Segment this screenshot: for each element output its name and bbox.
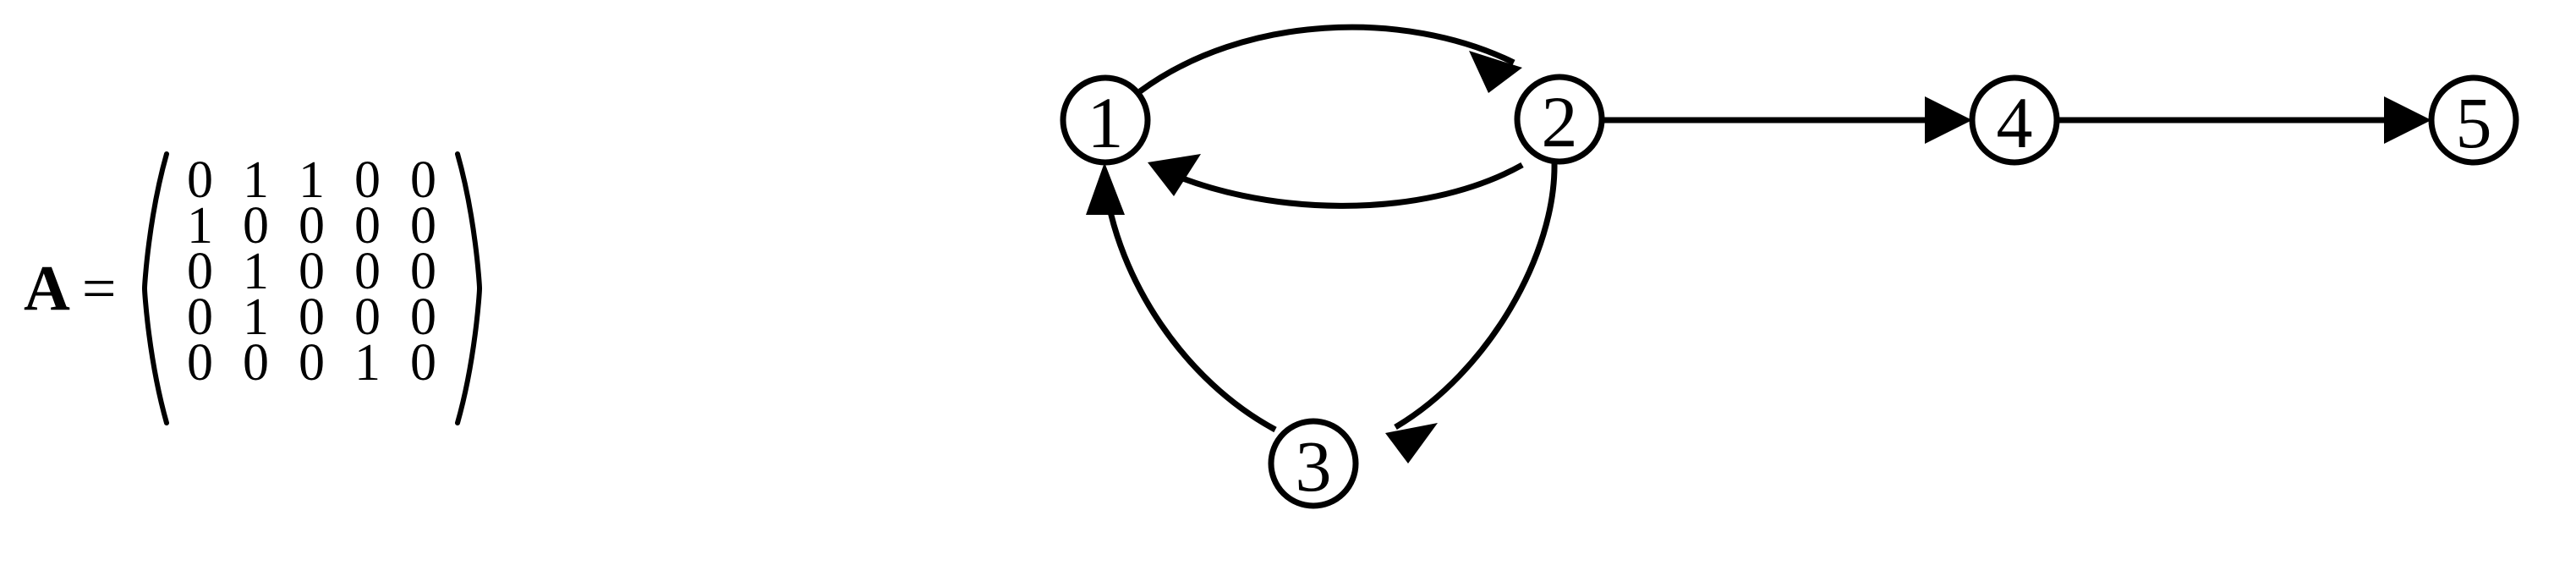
matrix-cell: 0: [299, 242, 325, 300]
arrow-head-icon: [1148, 154, 1201, 196]
matrix-cell: 0: [243, 196, 269, 255]
matrix-cell: 0: [354, 288, 381, 346]
arrow-head-icon: [1925, 96, 1972, 144]
matrix-cell: 0: [187, 333, 213, 392]
matrix-cell: 0: [299, 196, 325, 255]
node-label: 4: [1997, 82, 2033, 163]
arrow-head-icon: [1385, 423, 1438, 464]
edge-1-to-2: [1137, 24, 1522, 94]
matrix-cell: 0: [187, 151, 213, 209]
matrix-cell: 0: [187, 242, 213, 300]
matrix-cell: 0: [354, 196, 381, 255]
matrix-cell: 1: [243, 151, 269, 209]
matrix-label: A: [24, 252, 70, 324]
node-label: 5: [2456, 82, 2492, 163]
graph-node-1[interactable]: 1: [1060, 74, 1151, 166]
graph-node-2[interactable]: 2: [1514, 74, 1605, 165]
matrix-cell: 0: [243, 333, 269, 392]
graph-node-5[interactable]: 5: [2428, 74, 2519, 166]
matrix-right-paren: [454, 149, 485, 428]
matrix-cell: 1: [299, 151, 325, 209]
node-circle: [1060, 74, 1151, 166]
node-label: 2: [1542, 81, 1578, 162]
matrix-cell: 0: [187, 288, 213, 346]
matrix-cell: 1: [243, 288, 269, 346]
node-circle: [1969, 74, 2060, 166]
arrow-head-icon: [1086, 162, 1125, 215]
node-circle: [1268, 418, 1359, 509]
matrix-cell: 0: [354, 151, 381, 209]
directed-graph: 1 2 3 4 5: [846, 0, 2576, 576]
edge-3-to-1: [1086, 162, 1277, 433]
matrix-cell: 0: [299, 333, 325, 392]
edge-2-to-3: [1385, 162, 1558, 464]
matrix-cell: 1: [187, 196, 213, 255]
matrix-cell: 0: [410, 242, 436, 300]
matrix-cell: 1: [354, 333, 381, 392]
graph-node-3[interactable]: 3: [1268, 418, 1359, 509]
edge-2-to-4: [1602, 96, 1972, 144]
node-label: 1: [1088, 82, 1124, 163]
equals-sign: =: [81, 254, 117, 322]
arrow-head-icon: [1469, 51, 1522, 93]
matrix-cell: 0: [410, 196, 436, 255]
matrix-cell: 0: [299, 288, 325, 346]
matrix-cell: 0: [410, 333, 436, 392]
node-label: 3: [1296, 425, 1332, 507]
matrix-left-paren: [139, 149, 169, 428]
arrow-head-icon: [2384, 96, 2431, 144]
node-circle: [2428, 74, 2519, 166]
matrix-cell: 0: [354, 242, 381, 300]
node-circle: [1514, 74, 1605, 165]
matrix-cell: 0: [410, 151, 436, 209]
matrix-cell: 1: [243, 242, 269, 300]
matrix-cell: 0: [410, 288, 436, 346]
graph-node-4[interactable]: 4: [1969, 74, 2060, 166]
edge-2-to-1: [1148, 154, 1524, 209]
edge-4-to-5: [2057, 96, 2431, 144]
graph-nodes: 1 2 3 4 5: [1060, 74, 2519, 509]
